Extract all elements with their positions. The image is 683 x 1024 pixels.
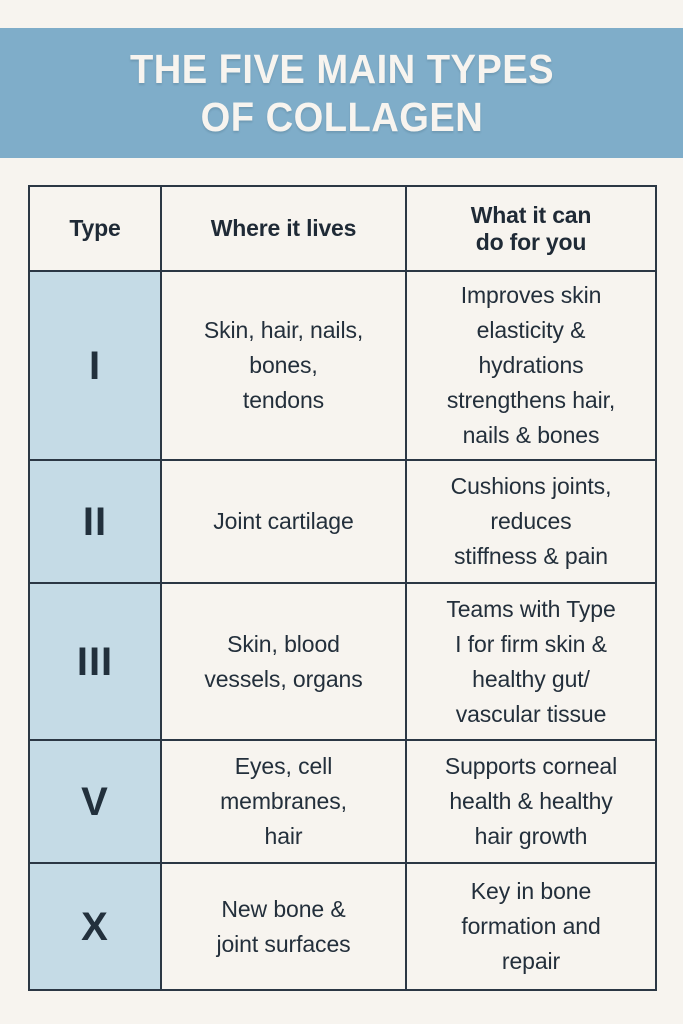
- type-label: III: [76, 639, 114, 684]
- what-text: Key in bone formation and repair: [461, 878, 601, 974]
- what-cell: Teams with Type I for firm skin & health…: [405, 582, 657, 741]
- where-text: Eyes, cell membranes, hair: [220, 753, 347, 849]
- type-label: X: [81, 904, 109, 949]
- collagen-types-table: Type Where it lives What it can do for y…: [28, 185, 657, 991]
- table-row: III Skin, blood vessels, organs Teams wi…: [28, 582, 657, 741]
- where-cell: Joint cartilage: [160, 459, 407, 584]
- column-header-where-it-lives: Where it lives: [160, 185, 407, 272]
- type-cell: III: [28, 582, 162, 741]
- banner-title-line-1: THE FIVE MAIN TYPES: [129, 46, 554, 92]
- where-cell: Skin, hair, nails, bones, tendons: [160, 270, 407, 461]
- what-text: Teams with Type I for firm skin & health…: [446, 595, 616, 727]
- table-header: Type Where it lives What it can do for y…: [28, 185, 657, 272]
- table-row: V Eyes, cell membranes, hair Supports co…: [28, 739, 657, 864]
- where-cell: New bone & joint surfaces: [160, 862, 407, 991]
- where-cell: Eyes, cell membranes, hair: [160, 739, 407, 864]
- type-cell: V: [28, 739, 162, 864]
- title-banner: THE FIVE MAIN TYPES OF COLLAGEN: [0, 28, 683, 158]
- table-row: II Joint cartilage Cushions joints, redu…: [28, 459, 657, 584]
- table-row: I Skin, hair, nails, bones, tendons Impr…: [28, 270, 657, 461]
- type-cell: X: [28, 862, 162, 991]
- where-text: Skin, hair, nails, bones, tendons: [203, 317, 364, 413]
- column-header-where-label: Where it lives: [210, 215, 357, 241]
- what-text: Cushions joints, reduces stiffness & pai…: [450, 473, 612, 569]
- type-label: II: [82, 499, 108, 544]
- table-body: I Skin, hair, nails, bones, tendons Impr…: [28, 270, 657, 991]
- where-cell: Skin, blood vessels, organs: [160, 582, 407, 741]
- banner-title-line-2: OF COLLAGEN: [200, 94, 483, 140]
- what-cell: Improves skin elasticity & hydrations st…: [405, 270, 657, 461]
- type-label: I: [88, 343, 102, 388]
- column-header-type: Type: [28, 185, 162, 272]
- type-label: V: [81, 779, 109, 824]
- where-text: Joint cartilage: [213, 508, 354, 534]
- what-cell: Key in bone formation and repair: [405, 862, 657, 991]
- column-header-what-label: What it can do for you: [470, 201, 592, 255]
- what-cell: Supports corneal health & healthy hair g…: [405, 739, 657, 864]
- type-cell: I: [28, 270, 162, 461]
- what-text: Supports corneal health & healthy hair g…: [444, 753, 618, 849]
- type-cell: II: [28, 459, 162, 584]
- where-text: New bone & joint surfaces: [216, 895, 351, 957]
- column-header-what-it-can-do: What it can do for you: [405, 185, 657, 272]
- what-cell: Cushions joints, reduces stiffness & pai…: [405, 459, 657, 584]
- where-text: Skin, blood vessels, organs: [204, 630, 363, 692]
- table-row: X New bone & joint surfaces Key in bone …: [28, 862, 657, 991]
- what-text: Improves skin elasticity & hydrations st…: [446, 282, 616, 448]
- column-header-type-label: Type: [69, 215, 121, 241]
- table-header-row: Type Where it lives What it can do for y…: [28, 185, 657, 272]
